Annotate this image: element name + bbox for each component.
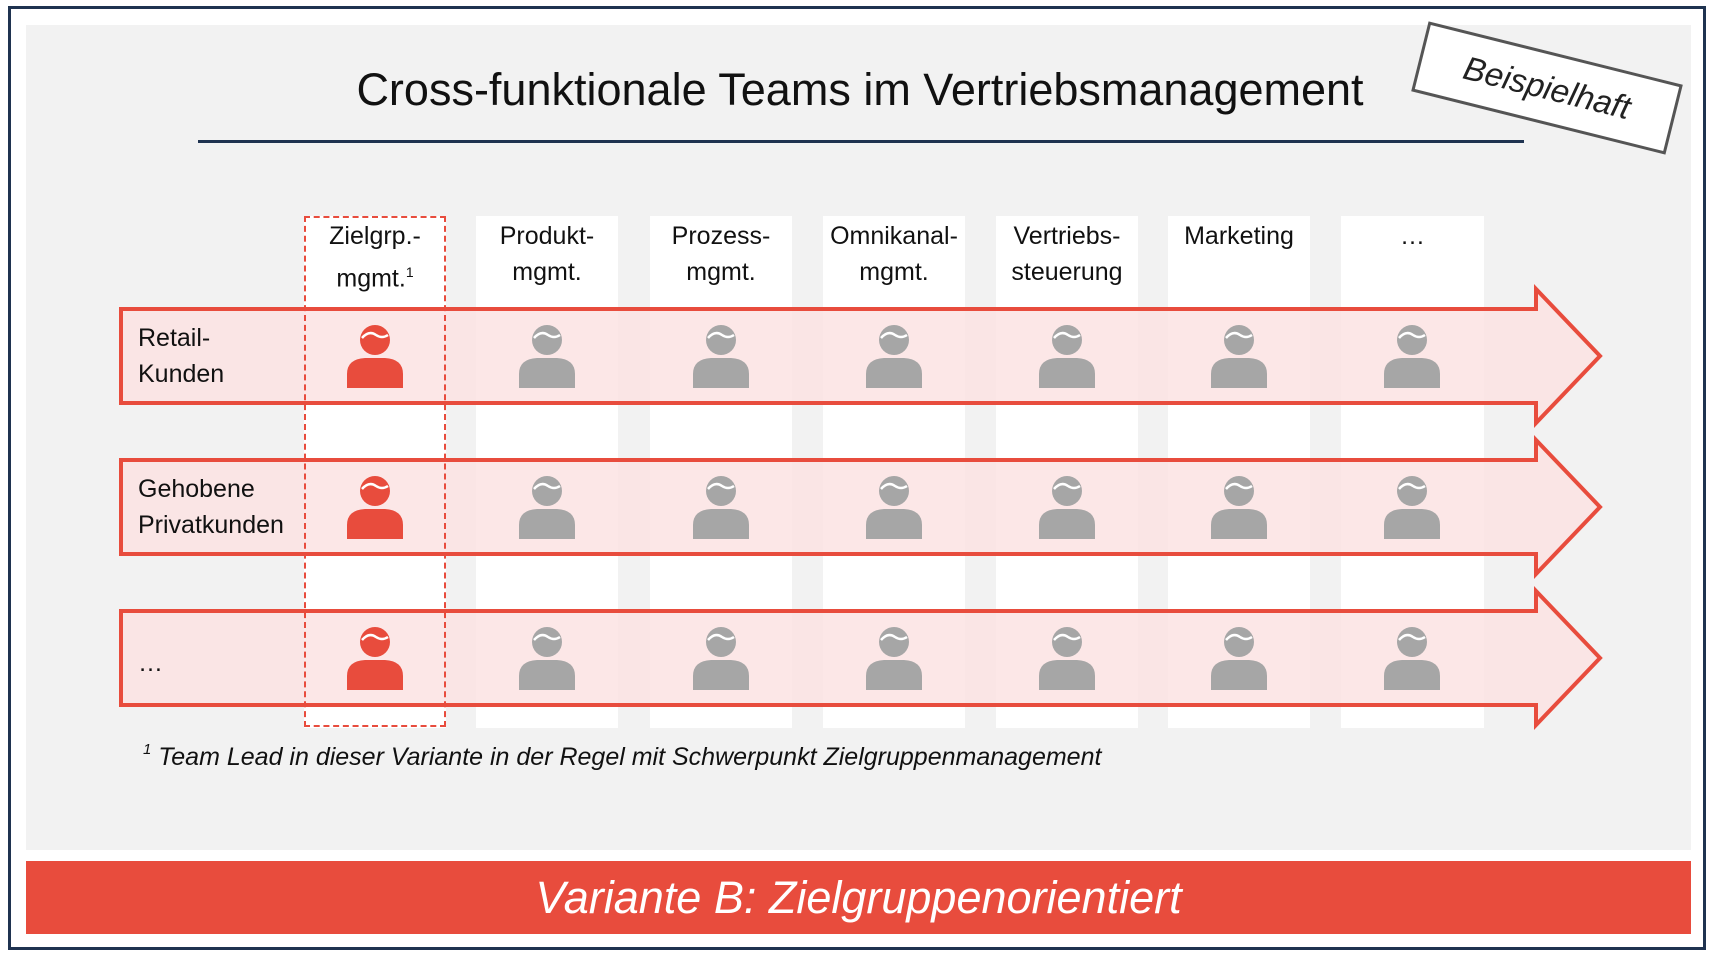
footnote: 1 Team Lead in dieser Variante in der Re… [143,741,1102,772]
person-icon [1384,627,1440,690]
footnote-text: Team Lead in dieser Variante in der Rege… [158,743,1102,771]
row-arrow-gehobene [119,435,1603,579]
column-header-prozess: Prozess- mgmt. [671,222,771,286]
column-header-omnikanal: Omnikanal- mgmt. [830,222,958,286]
person-icon [693,325,749,388]
footer-title: Variante B: Zielgruppenorientiert [535,872,1182,923]
title-underline [198,140,1524,143]
person-icon [1039,476,1095,539]
column-header-vertriebssteuerung: Vertriebs- steuerung [1011,222,1123,286]
person-icon [866,627,922,690]
person-icon [347,627,403,690]
person-icon [347,325,403,388]
person-icon [1384,476,1440,539]
row-arrow-retail [119,284,1603,428]
person-icon [1039,325,1095,388]
row-label-retail: Retail- Kunden [138,324,225,388]
person-icon [519,627,575,690]
person-icon [519,476,575,539]
row-label-more: … [138,649,163,677]
column-header-zielgruppen: Zielgrp.- mgmt.1 [329,222,421,293]
footnote-marker: 1 [143,741,152,758]
person-icon [1039,627,1095,690]
row-arrow-more [119,586,1603,730]
column-header-produkt: Produkt- mgmt. [499,222,595,286]
footnote-mark: 1 [405,264,414,280]
page-title: Cross-funktionale Teams im Vertriebsmana… [356,64,1364,115]
person-icon [1384,325,1440,388]
person-icon [693,627,749,690]
person-icon [347,476,403,539]
person-icon [1211,627,1267,690]
person-icon [1211,325,1267,388]
row-label-gehobene: Gehobene Privatkunden [138,475,284,539]
team-lead-column-highlight [304,216,446,727]
person-icon [519,325,575,388]
column-header-more: … [1400,222,1425,250]
person-icon [1211,476,1267,539]
person-icon [866,325,922,388]
footer-bar [26,861,1691,934]
column-header-marketing: Marketing [1184,222,1294,250]
person-icon [866,476,922,539]
person-icon [693,476,749,539]
